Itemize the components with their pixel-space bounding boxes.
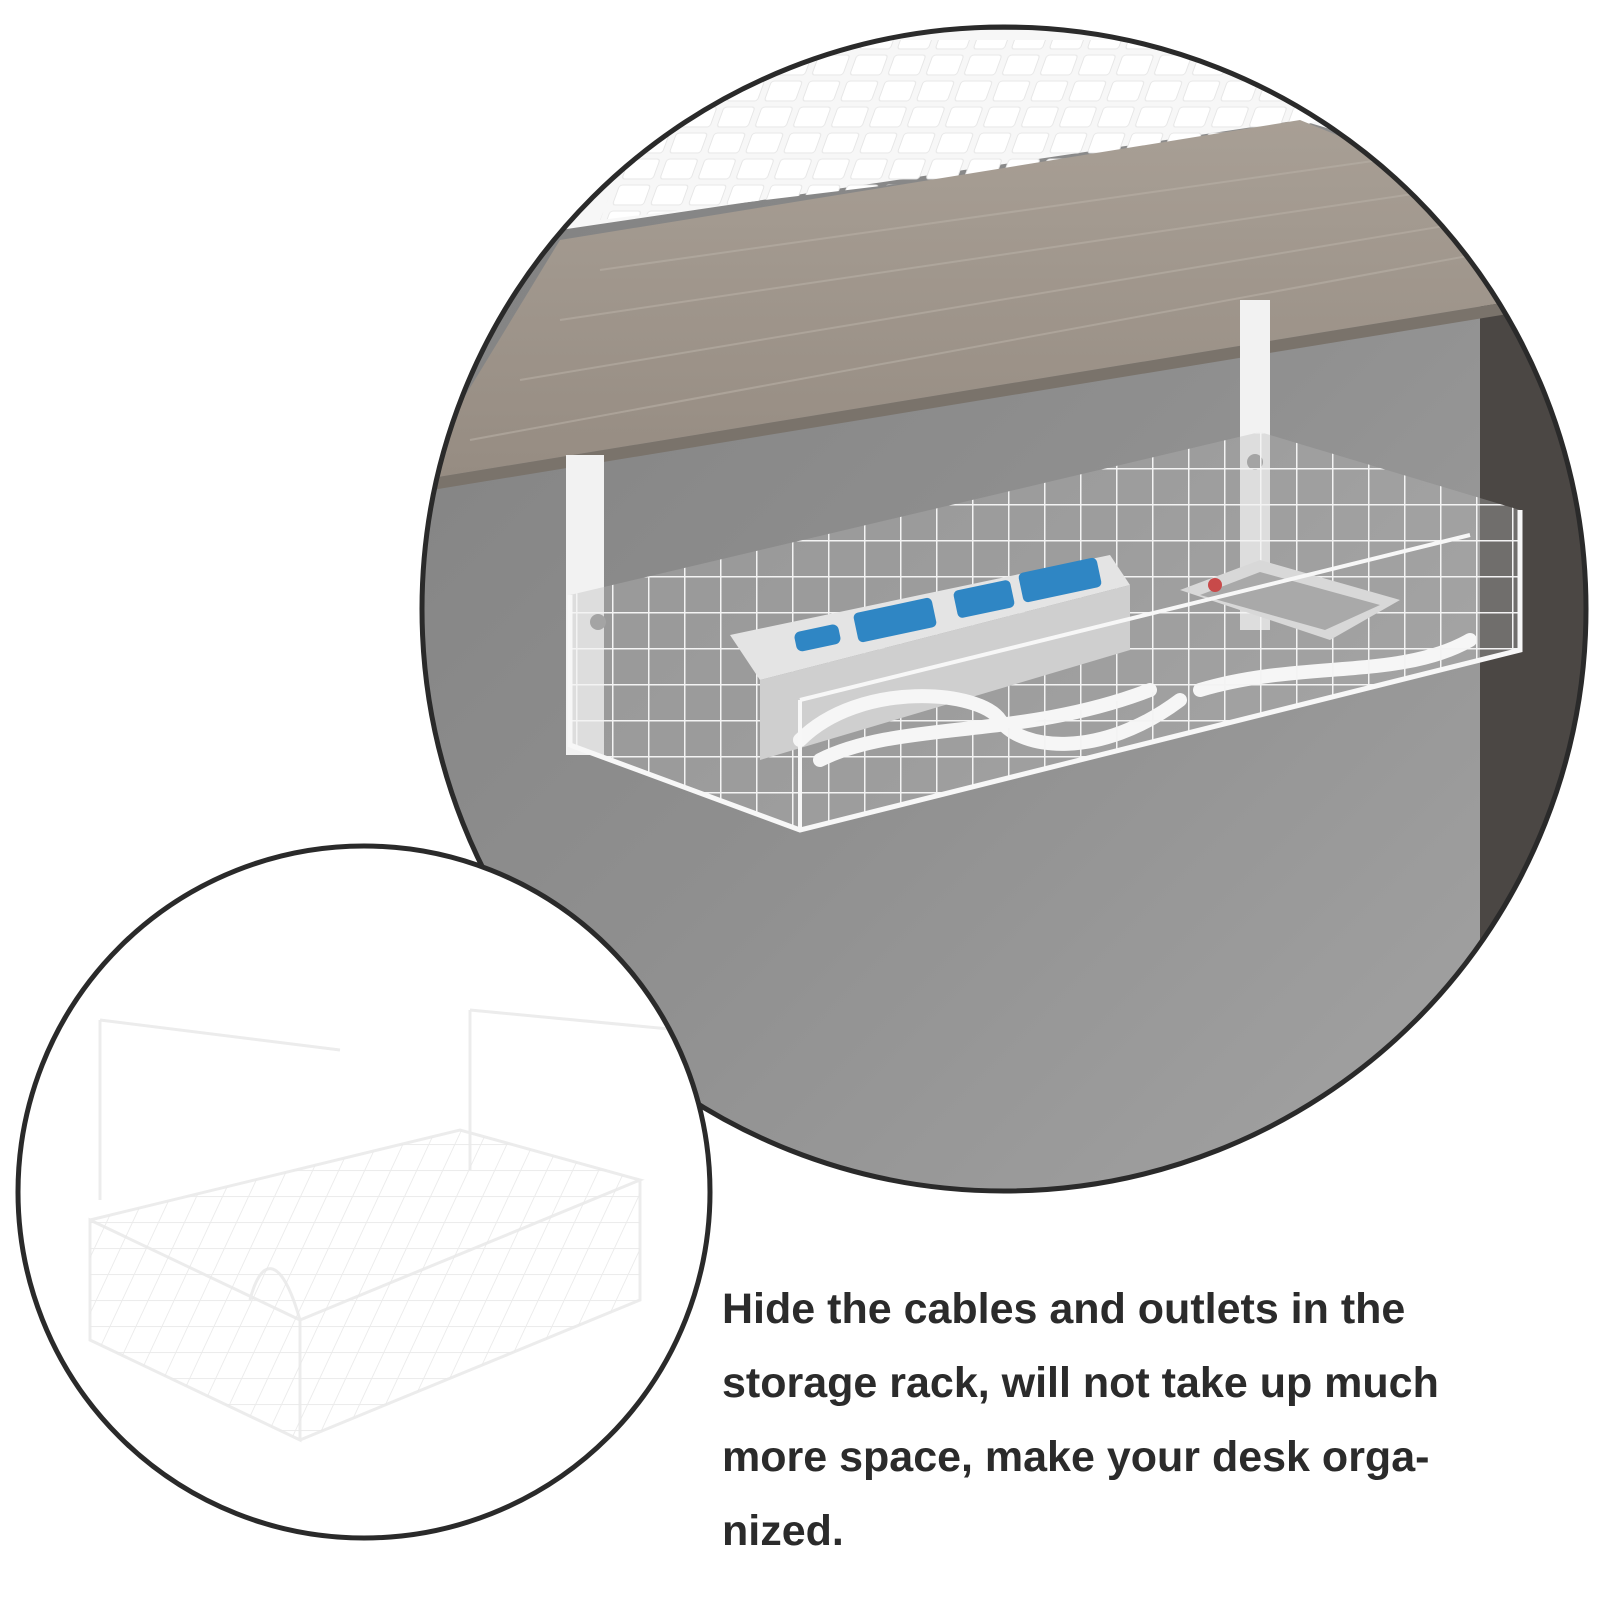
outlet-2 bbox=[953, 580, 1015, 618]
overview-circle-border bbox=[15, 843, 713, 1541]
outlet-switch bbox=[794, 624, 841, 652]
outlet-3 bbox=[1018, 557, 1102, 603]
remote-control bbox=[1180, 560, 1400, 640]
detail-circle-border bbox=[419, 24, 1589, 1194]
outlet-1 bbox=[853, 597, 937, 643]
caption-line-4: nized. bbox=[722, 1507, 844, 1555]
product-caption: Hide the cables and outlets in the stora… bbox=[722, 1272, 1582, 1568]
caption-line-3: more space, make your desk orga- bbox=[722, 1433, 1430, 1481]
overview-circle bbox=[15, 843, 713, 1541]
wood-grain bbox=[469, 159, 1501, 441]
caption-line-1: Hide the cables and outlets in the bbox=[722, 1285, 1406, 1333]
caption-line-2: storage rack, will not take up much bbox=[722, 1359, 1439, 1407]
power-strip bbox=[730, 555, 1130, 760]
desk-top bbox=[422, 120, 1520, 480]
